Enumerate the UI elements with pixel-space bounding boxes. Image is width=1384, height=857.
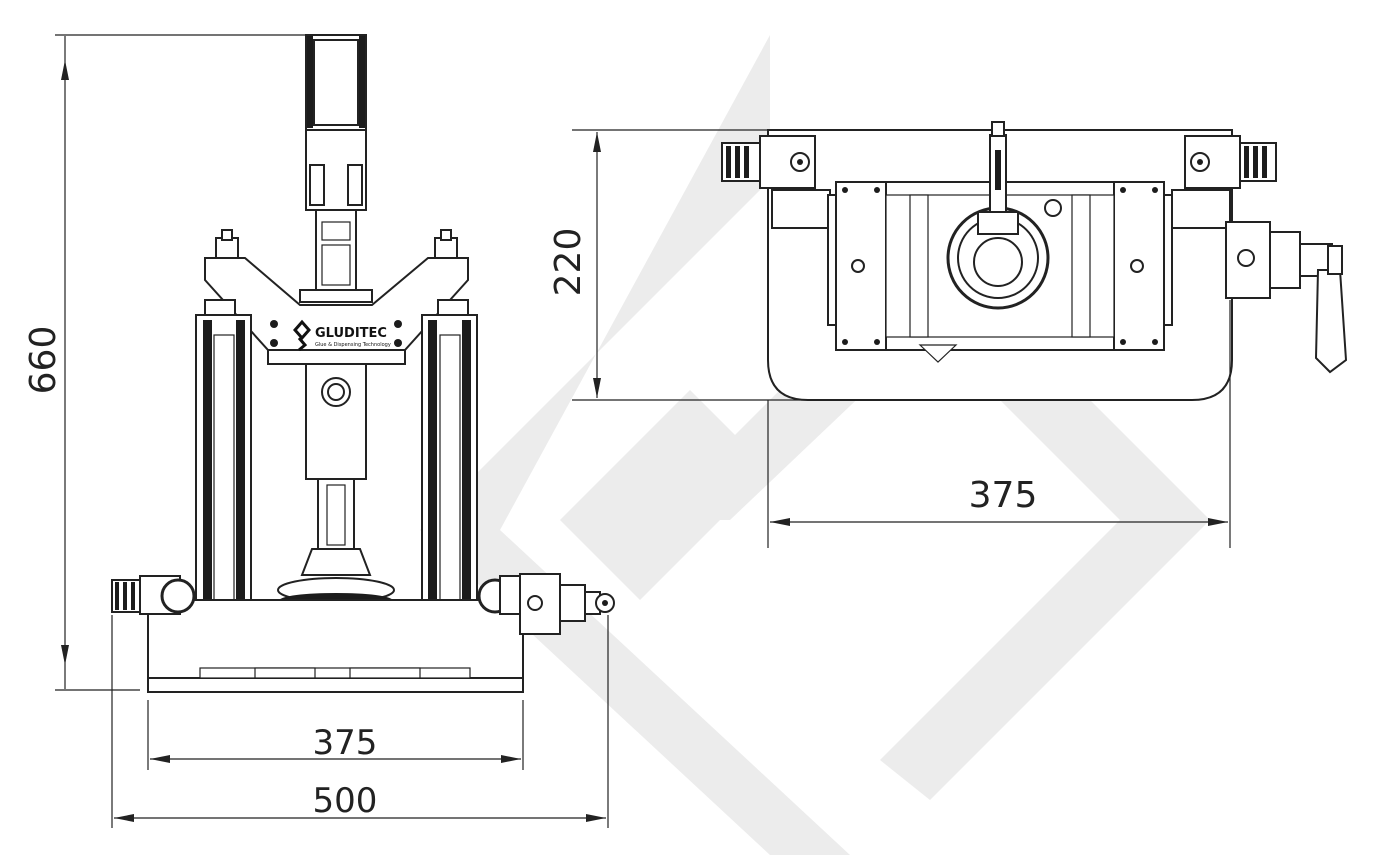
motor-cylinder <box>299 34 373 303</box>
top-view: 220 <box>548 121 1348 548</box>
brand-logo: GLUDITEC Glue & Dispensing Technology <box>293 319 391 352</box>
logo-mark-icon <box>293 319 311 352</box>
front-height-dimension: 660 <box>23 34 305 691</box>
front-total-width-dimension: 500 <box>111 615 609 828</box>
top-bracket <box>204 229 469 365</box>
front-height-label: 660 <box>23 326 64 395</box>
front-inner-width-label: 375 <box>313 723 378 763</box>
front-total-width-label: 500 <box>313 781 378 821</box>
base-plate <box>147 599 524 693</box>
logo-name: GLUDITEC <box>315 326 387 341</box>
right-clamp-assembly <box>477 573 615 635</box>
top-right-handle <box>1225 221 1348 374</box>
press-rod <box>277 363 395 607</box>
top-right-clamp <box>1163 135 1277 326</box>
top-width-label: 375 <box>969 475 1038 516</box>
top-left-clamp <box>721 135 837 326</box>
front-view: 660 <box>23 34 615 828</box>
front-inner-width-dimension: 375 <box>147 700 524 770</box>
left-clamp-knob <box>111 575 196 615</box>
top-height-label: 220 <box>548 228 589 297</box>
logo-tagline: Glue & Dispensing Technology <box>315 342 391 348</box>
top-center-motor <box>946 121 1050 310</box>
top-width-dimension: 375 <box>767 300 1231 548</box>
